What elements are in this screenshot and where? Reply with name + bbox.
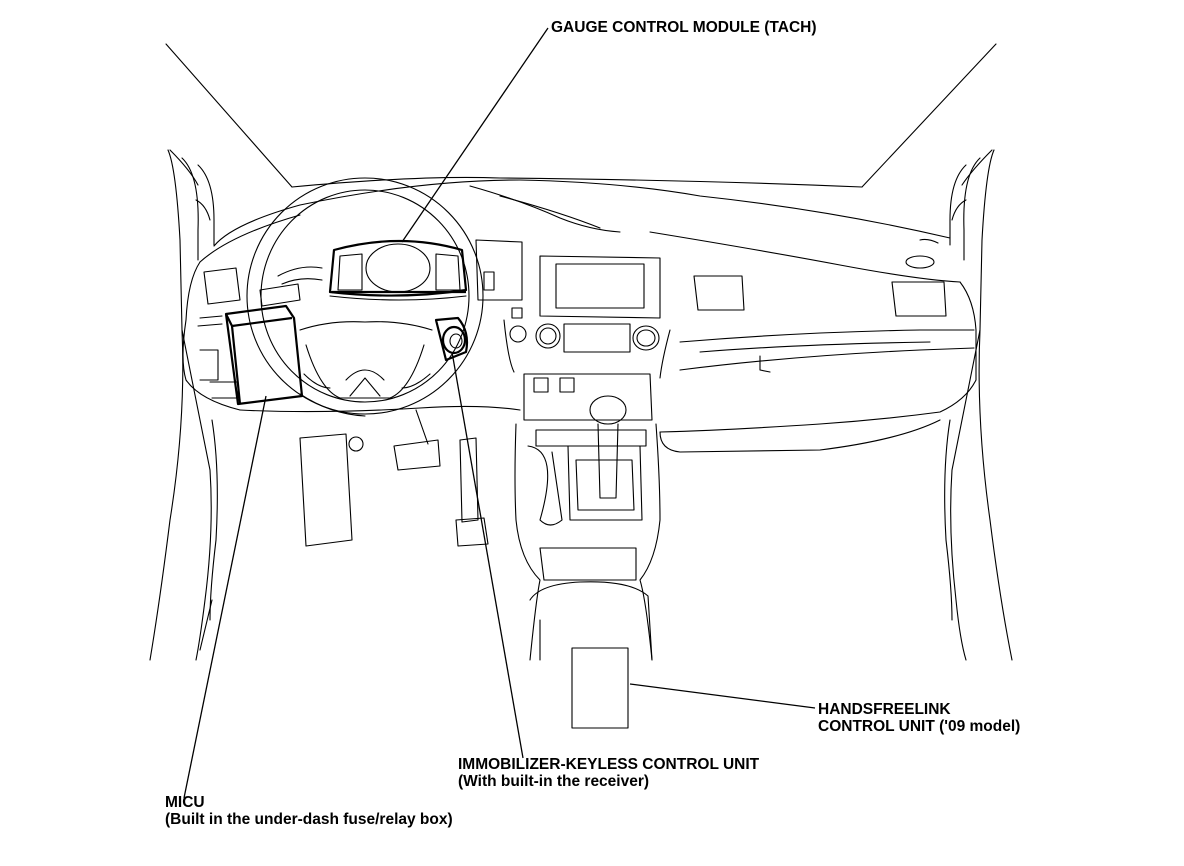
gauge-control-module — [328, 239, 468, 301]
handsfree-label-line1: HANDSFREELINK — [818, 701, 951, 718]
steering-wheel — [246, 177, 484, 417]
handsfreelink-control-unit — [571, 647, 629, 729]
left-door-trim — [149, 149, 218, 661]
immobilizer-label: IMMOBILIZER-KEYLESS CONTROL UNIT (With b… — [458, 756, 759, 790]
handsfree-label-line2: CONTROL UNIT ('09 model) — [818, 718, 1021, 735]
micu-label-line1: MICU — [165, 794, 205, 811]
dashboard-body — [182, 179, 977, 453]
micu-fuse-relay-box — [224, 304, 304, 406]
center-stack — [475, 239, 671, 421]
immobilizer-label-line1: IMMOBILIZER-KEYLESS CONTROL UNIT — [458, 756, 760, 773]
center-console — [514, 395, 661, 661]
right-door-trim — [944, 149, 1013, 661]
gauge-label-line1: GAUGE CONTROL MODULE (TACH) — [551, 19, 817, 36]
windshield-frame — [165, 43, 997, 188]
gauge-control-module-label: GAUGE CONTROL MODULE (TACH) — [551, 19, 817, 36]
micu-label-line2: (Built in the under-dash fuse/relay box) — [165, 811, 453, 828]
handsfreelink-label: HANDSFREELINK CONTROL UNIT ('09 model) — [818, 701, 1020, 735]
immobilizer-keyless-control-unit — [434, 316, 469, 362]
leader-lines — [183, 27, 816, 799]
micu-label: MICU (Built in the under-dash fuse/relay… — [165, 794, 453, 828]
immobilizer-label-line2: (With built-in the receiver) — [458, 773, 650, 790]
floor-and-pedals — [199, 405, 521, 651]
left-vents — [197, 267, 301, 399]
